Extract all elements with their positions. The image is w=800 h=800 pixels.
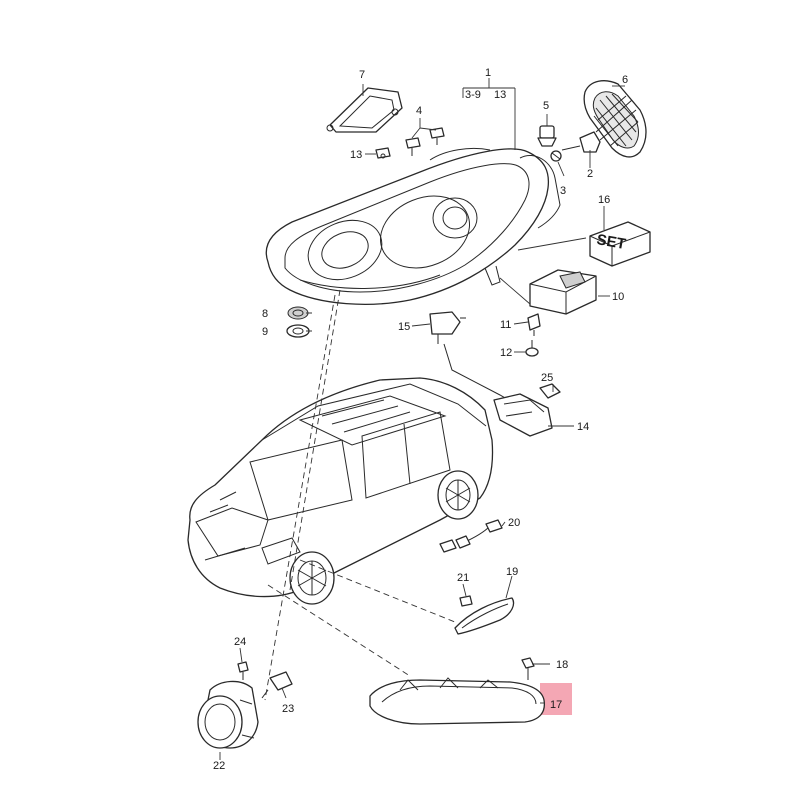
callout-22: 22 bbox=[213, 760, 225, 772]
callout-6: 6 bbox=[622, 74, 628, 86]
side-marker bbox=[454, 595, 515, 635]
callout-7: 7 bbox=[359, 69, 365, 81]
callout-9: 9 bbox=[262, 326, 268, 338]
callout-12: 12 bbox=[500, 347, 512, 359]
drl-assembly bbox=[369, 657, 572, 725]
callout-24: 24 bbox=[234, 636, 246, 648]
callout-5: 5 bbox=[543, 100, 549, 112]
callout-25: 25 bbox=[541, 372, 553, 384]
callout-15: 15 bbox=[398, 321, 410, 333]
mounting-bracket bbox=[326, 87, 403, 133]
highlight-box bbox=[540, 683, 572, 715]
bulb-components bbox=[537, 125, 601, 162]
callout-16: 16 bbox=[598, 194, 610, 206]
callout-10: 10 bbox=[612, 291, 624, 303]
callout-13: 13 bbox=[350, 149, 362, 161]
leader-lines bbox=[219, 78, 625, 760]
callout-18: 18 bbox=[556, 659, 568, 671]
headlight-assembly bbox=[265, 147, 561, 305]
control-unit bbox=[529, 269, 597, 315]
callout-14: 14 bbox=[577, 421, 589, 433]
mesh-cover bbox=[583, 80, 647, 158]
link-rod bbox=[443, 343, 561, 437]
callout-1-13: 13 bbox=[494, 89, 506, 101]
car-body bbox=[187, 377, 494, 605]
wiring-harness bbox=[439, 519, 503, 553]
callout-2: 2 bbox=[587, 168, 593, 180]
callout-4: 4 bbox=[416, 105, 422, 117]
callout-21: 21 bbox=[457, 572, 469, 584]
callout-20: 20 bbox=[508, 517, 520, 529]
callout-17: 17 bbox=[550, 699, 562, 711]
callout-11: 11 bbox=[500, 319, 511, 331]
set-label: SET bbox=[595, 231, 627, 253]
callout-19: 19 bbox=[506, 566, 518, 578]
level-sensor bbox=[429, 311, 466, 344]
callout-1-range: 3-9 bbox=[465, 89, 481, 101]
small-clips bbox=[525, 313, 541, 357]
clips bbox=[375, 127, 445, 159]
fog-lamp bbox=[197, 661, 293, 749]
callout-3: 3 bbox=[560, 185, 566, 197]
callout-1: 1 bbox=[485, 67, 491, 79]
callout-8: 8 bbox=[262, 308, 268, 320]
set-box: SET bbox=[589, 221, 651, 267]
washers bbox=[286, 306, 310, 338]
callout-labels: 1 3-9 13 2 3 4 5 6 7 8 9 10 11 12 13 14 … bbox=[213, 67, 628, 772]
callout-23: 23 bbox=[282, 703, 294, 715]
